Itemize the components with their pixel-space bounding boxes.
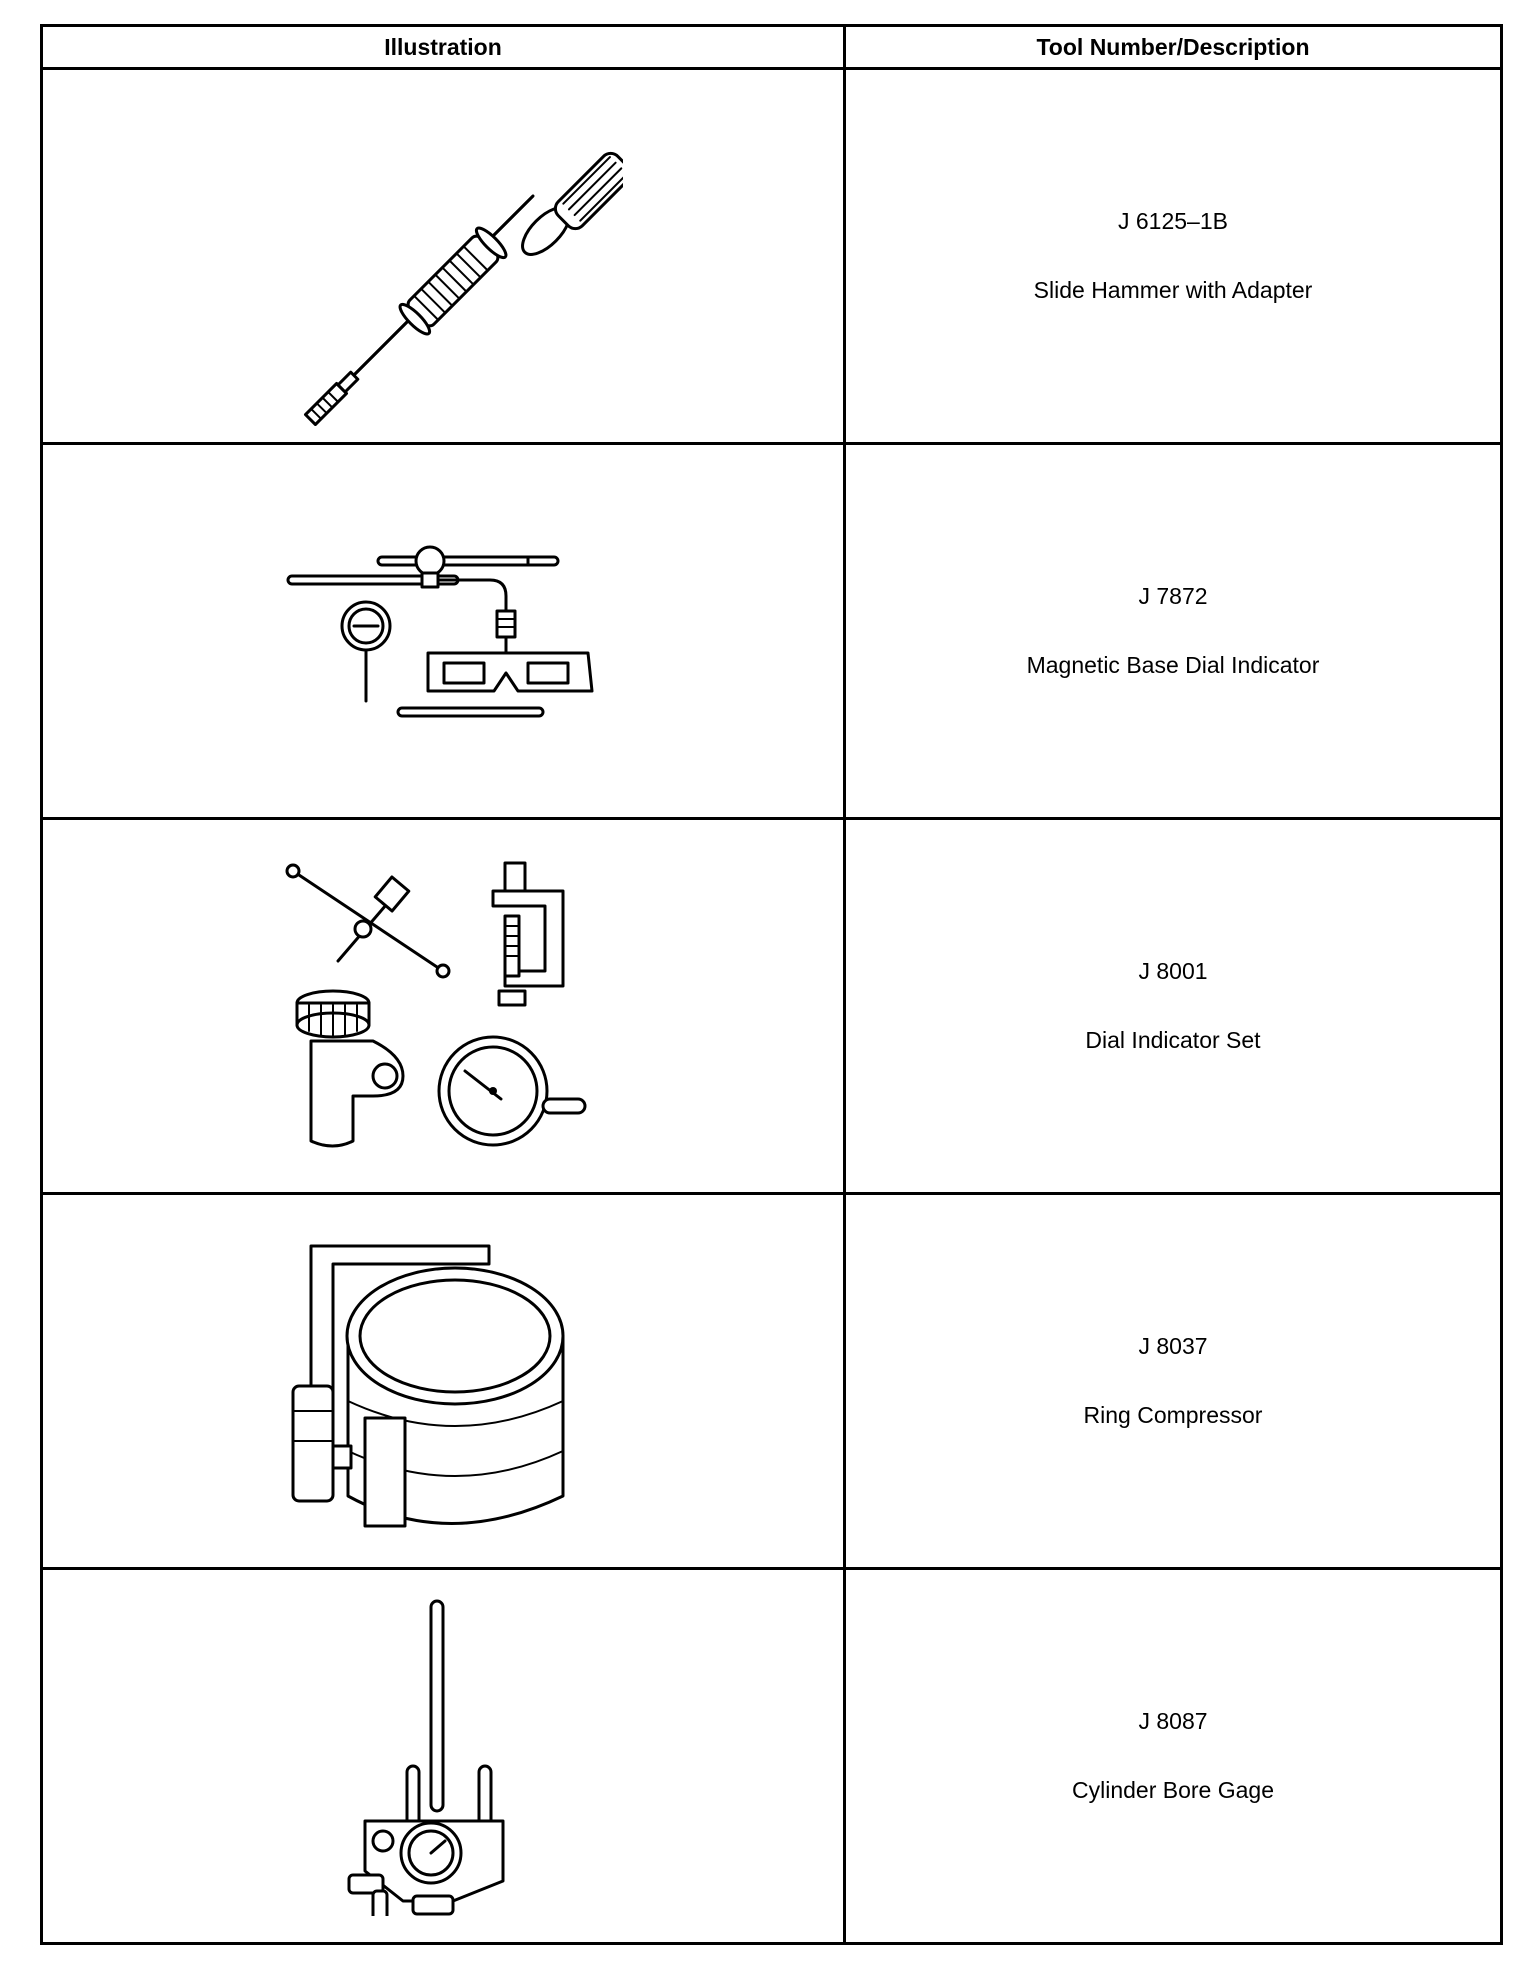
description-cell: J 8087 Cylinder Bore Gage — [843, 1567, 1503, 1945]
tool-number: J 8037 — [1138, 1333, 1208, 1359]
tool-description: Ring Compressor — [1083, 1402, 1263, 1428]
table-row: J 8087 Cylinder Bore Gage — [40, 1567, 1503, 1945]
illustration-cell — [40, 1192, 846, 1570]
header-tool-number-description: Tool Number/Description — [843, 24, 1503, 70]
description-cell: J 8037 Ring Compressor — [843, 1192, 1503, 1570]
dial-indicator-set-illustration — [285, 861, 587, 1148]
cylinder-bore-gage-illustration — [347, 1599, 505, 1916]
tool-description: Slide Hammer with Adapter — [1033, 277, 1313, 303]
tool-number: J 8001 — [1138, 958, 1208, 984]
tool-description: Dial Indicator Set — [1085, 1027, 1261, 1053]
table-row: J 7872 Magnetic Base Dial Indicator — [40, 442, 1503, 820]
description-cell: J 8001 Dial Indicator Set — [843, 817, 1503, 1195]
magnetic-base-dial-indicator-illustration — [286, 545, 594, 718]
illustration-cell — [40, 442, 846, 820]
tool-number: J 7872 — [1138, 583, 1208, 609]
tool-description: Magnetic Base Dial Indicator — [1026, 652, 1320, 678]
illustration-cell — [40, 67, 846, 445]
tool-description: Cylinder Bore Gage — [1072, 1777, 1274, 1803]
tool-table: Illustration Tool Number/Description — [40, 24, 1503, 1945]
table-row: J 6125–1B Slide Hammer with Adapter — [40, 67, 1503, 445]
table-row: J 8001 Dial Indicator Set — [40, 817, 1503, 1195]
table-row: J 8037 Ring Compressor — [40, 1192, 1503, 1570]
description-cell: J 6125–1B Slide Hammer with Adapter — [843, 67, 1503, 445]
header-illustration: Illustration — [40, 24, 846, 70]
illustration-cell — [40, 1567, 846, 1945]
illustration-cell — [40, 817, 846, 1195]
tool-number: J 6125–1B — [1118, 208, 1228, 234]
tool-number: J 8087 — [1138, 1708, 1208, 1734]
description-cell: J 7872 Magnetic Base Dial Indicator — [843, 442, 1503, 820]
ring-compressor-illustration — [291, 1244, 565, 1528]
header-row: Illustration Tool Number/Description — [40, 24, 1503, 70]
slide-hammer-illustration — [303, 151, 623, 426]
